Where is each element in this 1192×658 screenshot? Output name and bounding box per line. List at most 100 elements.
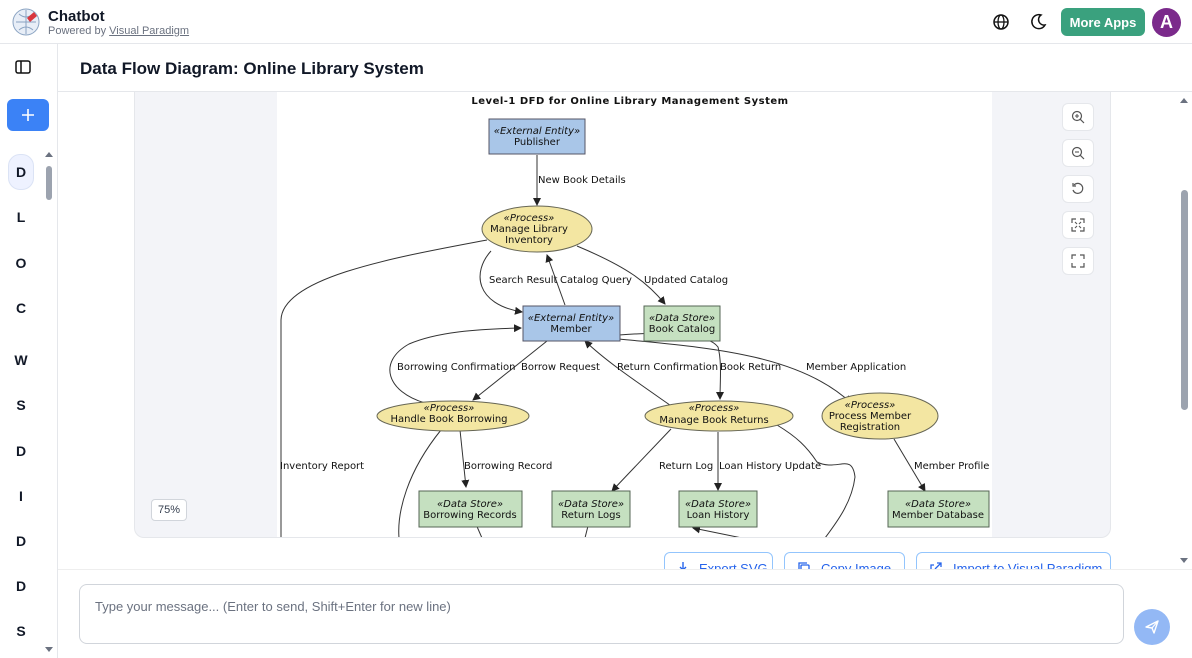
history-item[interactable]: S [16,397,26,413]
svg-text:«External Entity»: «External Entity» [528,313,614,324]
zoom-in-icon [1071,110,1085,124]
page-title: Data Flow Diagram: Online Library System [80,59,424,78]
flow-label: Updated Catalog [644,275,728,286]
message-placeholder: Type your message... (Enter to send, Shi… [95,599,451,614]
zoom-out-icon [1071,146,1085,160]
main-scroll-up-icon[interactable] [1179,96,1189,104]
svg-text:Return Logs: Return Logs [561,510,620,521]
svg-text:«External Entity»: «External Entity» [494,126,580,137]
reset-view-button[interactable] [1062,175,1094,203]
svg-text:«Data Store»: «Data Store» [558,499,624,510]
history-item[interactable]: C [15,300,27,316]
history-item[interactable]: D [15,578,27,594]
flow-label: Return Log [659,461,713,472]
svg-text:Book Catalog: Book Catalog [649,324,715,335]
powered-by-label: Powered by [48,25,107,37]
sidebar-scrollbar[interactable] [46,166,52,200]
svg-text:Manage Book Returns: Manage Book Returns [659,415,768,426]
history-item[interactable]: I [19,488,23,504]
plus-icon [22,109,34,121]
flow-labels: New Book Details Search Result Catalog Q… [280,175,989,472]
history-item[interactable]: D [15,443,27,459]
diagram-title: Level-1 DFD for Online Library Managemen… [471,96,788,107]
external-entity-publisher: «External Entity» Publisher [488,118,586,155]
divider [58,91,1192,92]
process-manage-returns: «Process» Manage Book Returns [644,400,794,432]
fit-screen-icon [1071,218,1085,232]
svg-text:«Process»: «Process» [424,403,475,414]
svg-text:«Data Store»: «Data Store» [905,499,971,510]
main-scrollbar[interactable] [1181,190,1188,410]
process-handle-borrowing: «Process» Handle Book Borrowing [376,400,530,432]
svg-text:«Process»: «Process» [845,400,896,411]
chatbot-logo-icon [12,8,40,36]
flow-label: Loan History Update [719,461,821,472]
scroll-down-icon[interactable] [44,646,54,654]
history-item[interactable]: O [15,255,27,271]
data-store-book-catalog: «Data Store» Book Catalog [643,305,721,342]
svg-text:Inventory: Inventory [505,235,553,246]
svg-text:Loan History: Loan History [687,510,750,521]
svg-text:Borrowing Records: Borrowing Records [423,510,517,521]
zoom-out-button[interactable] [1062,139,1094,167]
flow-label: Return Confirmation [617,362,718,373]
flow-label: Borrowing Record [464,461,552,472]
fit-view-button[interactable] [1062,211,1094,239]
new-chat-button[interactable] [7,99,49,131]
fullscreen-button[interactable] [1062,247,1094,275]
powered-by: Powered by Visual Paradigm [48,25,189,37]
flow-label: Borrow Request [521,362,600,373]
svg-text:Registration: Registration [840,422,900,433]
globe-icon[interactable] [991,12,1011,32]
dfd-diagram: Level-1 DFD for Online Library Managemen… [277,92,992,537]
history-item[interactable]: D [8,154,34,190]
diagram-viewer[interactable]: Level-1 DFD for Online Library Managemen… [134,92,1111,538]
message-input[interactable] [79,584,1124,644]
flow-label: Search Result [489,275,558,286]
sidebar: D L O C W S D I D D S [0,44,58,658]
svg-text:Process Member: Process Member [829,411,912,422]
svg-text:«Process»: «Process» [504,213,555,224]
svg-text:«Data Store»: «Data Store» [685,499,751,510]
data-store-loan-history: «Data Store» Loan History [678,490,758,528]
svg-text:Manage Library: Manage Library [490,224,568,235]
scroll-up-icon[interactable] [44,150,54,158]
flow-label: New Book Details [538,175,626,186]
zoom-level: 75% [151,499,187,521]
svg-text:Member Database: Member Database [892,510,984,521]
svg-text:Member: Member [550,324,592,335]
send-button[interactable] [1134,609,1170,645]
moon-icon[interactable] [1028,12,1048,32]
svg-text:Publisher: Publisher [514,137,561,148]
svg-text:«Data Store»: «Data Store» [649,313,715,324]
diagram-edges [280,155,926,537]
svg-text:Handle Book Borrowing: Handle Book Borrowing [390,414,507,425]
avatar[interactable]: A [1152,8,1181,37]
flow-label: Borrowing Confirmation [397,362,515,373]
zoom-in-button[interactable] [1062,103,1094,131]
data-store-return-logs: «Data Store» Return Logs [551,490,631,528]
fullscreen-icon [1071,254,1085,268]
data-store-member-database: «Data Store» Member Database [887,490,990,528]
flow-label: Member Profile [914,461,989,472]
flow-label: Inventory Report [280,461,364,472]
history-item[interactable]: W [14,352,28,368]
visual-paradigm-link[interactable]: Visual Paradigm [109,25,190,37]
process-manage-inventory: «Process» Manage Library Inventory [481,205,593,253]
main-scroll-down-icon[interactable] [1179,557,1189,565]
svg-text:«Data Store»: «Data Store» [437,499,503,510]
data-store-borrowing-records: «Data Store» Borrowing Records [418,490,523,528]
flow-label: Catalog Query [560,275,632,286]
svg-text:«Process»: «Process» [689,403,740,414]
top-bar: Chatbot Powered by Visual Paradigm More … [0,0,1192,44]
send-icon [1145,620,1159,634]
more-apps-button[interactable]: More Apps [1061,8,1145,36]
history-item[interactable]: D [15,533,27,549]
flow-label: Book Return [720,362,781,373]
external-entity-member: «External Entity» Member [522,305,621,342]
sidebar-toggle-icon[interactable] [14,58,32,76]
history-item[interactable]: L [16,209,26,225]
rotate-ccw-icon [1072,182,1084,194]
process-member-registration: «Process» Process Member Registration [821,392,939,440]
history-item[interactable]: S [16,623,26,639]
